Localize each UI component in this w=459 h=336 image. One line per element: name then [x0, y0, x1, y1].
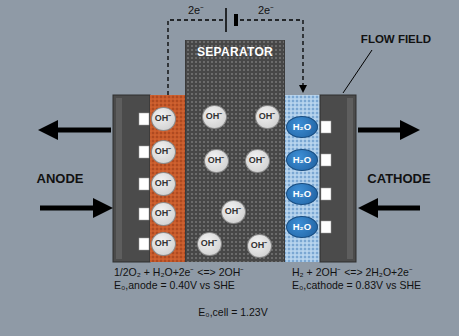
ion-label: OH⁻	[201, 239, 218, 249]
separator-label: SEPARATOR	[197, 46, 273, 59]
hydroxide-ion: OH⁻	[245, 149, 270, 173]
ion-label: OH⁻	[208, 156, 225, 166]
hydroxide-ion: OH⁻	[151, 107, 176, 131]
ion-label: H₂O	[293, 189, 311, 199]
hydroxide-ion: OH⁻	[255, 105, 280, 129]
ion-label: OH⁻	[155, 209, 172, 219]
potential-note: E₀,anode = 0.40V vs SHE	[114, 279, 235, 291]
hydroxide-ion: OH⁻	[151, 202, 176, 226]
ion-label: OH⁻	[155, 147, 172, 157]
separator-band: SEPARATOR OH⁻ OH⁻ OH⁻ OH⁻ OH⁻ OH⁻ OH⁻	[185, 40, 285, 262]
hydroxide-ion: OH⁻	[221, 200, 246, 224]
water-molecule: H₂O	[286, 183, 318, 205]
hydroxide-ion: OH⁻	[151, 172, 176, 196]
ion-label: H₂O	[293, 155, 311, 165]
hydroxide-ion: OH⁻	[197, 232, 222, 256]
cell-potential: E₀,cell = 1.23V	[198, 306, 267, 318]
potential-note: E₀,cathode = 0.83V vs SHE	[292, 279, 421, 291]
electrode-name: ANODE	[37, 172, 84, 187]
hydroxide-ion: OH⁻	[202, 105, 227, 129]
electron-count: 2e⁻	[258, 4, 274, 17]
water-molecule: H₂O	[286, 216, 318, 238]
hydroxide-ion: OH⁻	[204, 149, 229, 173]
ion-label: OH⁻	[249, 156, 266, 166]
flow-field-label: FLOW FIELD	[361, 33, 431, 46]
ion-label: OH⁻	[155, 114, 172, 124]
ion-label: H₂O	[293, 222, 311, 232]
ion-label: OH⁻	[155, 239, 172, 249]
hydroxide-ion: OH⁻	[151, 232, 176, 256]
ion-label: OH⁻	[259, 112, 276, 122]
water-molecule: H₂O	[286, 149, 318, 171]
hydroxide-ion: OH⁻	[247, 234, 272, 258]
electron-count: 2e⁻	[188, 4, 204, 17]
ion-label: H₂O	[293, 122, 311, 132]
ion-label: OH⁻	[251, 241, 268, 251]
ion-label: OH⁻	[225, 207, 242, 217]
ion-label: OH⁻	[155, 179, 172, 189]
hydroxide-ion: OH⁻	[151, 140, 176, 164]
ion-label: OH⁻	[206, 112, 223, 122]
electrode-name: CATHODE	[367, 172, 430, 187]
water-molecule: H₂O	[286, 116, 318, 138]
half-reaction: 1/2O₂ + H₂O+2e⁻ <=> 2OH⁻	[114, 266, 244, 278]
half-reaction: H₂ + 2OH⁻ <=> 2H₂O+2e⁻	[292, 266, 413, 278]
